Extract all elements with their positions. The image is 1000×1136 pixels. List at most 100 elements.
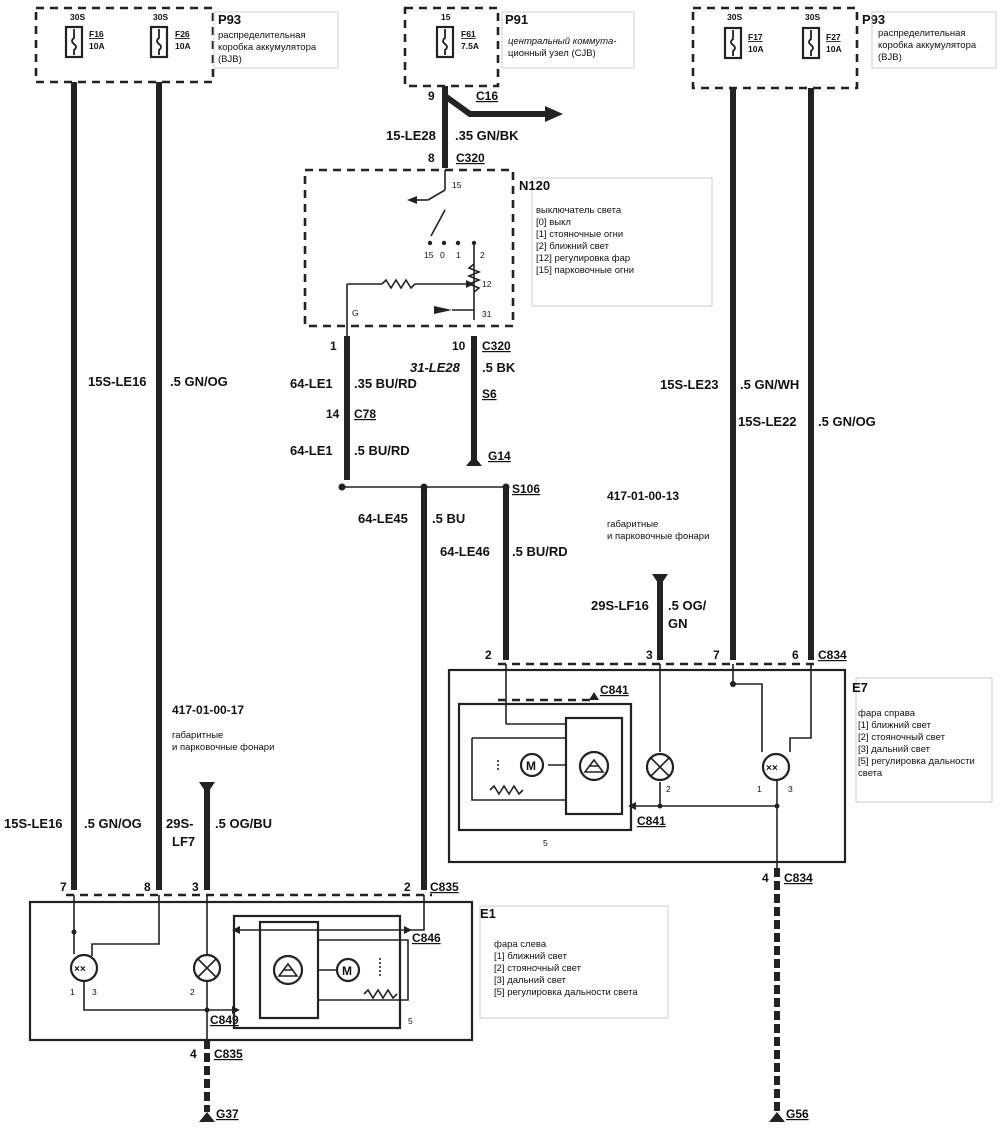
fuse-icon <box>149 25 169 59</box>
lamp-id: E7 <box>852 680 868 695</box>
fuse-box-desc: коробка аккумулятора <box>218 42 317 53</box>
wire-code: 31-LE28 <box>410 360 461 375</box>
svg-text:M: M <box>526 759 536 773</box>
legend-line: света <box>858 768 883 779</box>
legend-line: [5] регулировка дальности света <box>494 987 638 998</box>
pin-label: 10 <box>452 339 466 353</box>
legend-line: [12] регулировка фар <box>536 253 630 264</box>
wire-spec: .5 OG/BU <box>215 816 272 831</box>
fuse-id-f61: F61 <box>461 29 476 39</box>
lamp-icon <box>192 953 222 983</box>
reference-right: 417-01-00-13 габаритные и парковочные фо… <box>607 489 709 542</box>
fuse-rating-f61: 7.5A <box>461 41 479 51</box>
ground-symbol <box>769 1112 785 1122</box>
connector-g56: G56 <box>786 1107 809 1121</box>
reference-code: 417-01-00-17 <box>172 703 244 717</box>
ground-symbol <box>466 456 482 466</box>
pin-label: 4 <box>190 1047 197 1061</box>
svg-text:M: M <box>342 964 352 978</box>
fuse-term-f26: 30S <box>153 12 168 22</box>
pin-label: 14 <box>326 407 340 421</box>
wire-code: 15S-LE16 <box>4 816 63 831</box>
fuse-box-id: P93 <box>862 12 885 27</box>
reference-text: габаритные <box>607 519 658 530</box>
wire-spec: .5 BU/RD <box>354 443 410 458</box>
wire-code: 15-LE28 <box>386 128 436 143</box>
fuse-term-f61: 15 <box>441 12 451 22</box>
light-switch-n120: 15 15 0 1 2 12 G 31 <box>303 168 515 336</box>
svg-text:××: ×× <box>766 763 778 774</box>
wires <box>71 82 814 1112</box>
fuse-id-f16: F16 <box>89 29 104 39</box>
legend-line: [15] парковочные огни <box>536 265 634 276</box>
pin-label: 8 <box>428 151 435 165</box>
lamp-pin: 1 <box>70 987 75 997</box>
svg-text:××: ×× <box>74 964 86 975</box>
wire-code: 64-LE1 <box>290 443 333 458</box>
lamp-pin: 3 <box>92 987 97 997</box>
ground-symbol <box>199 1112 215 1122</box>
connector-c78: C78 <box>354 407 376 421</box>
legend-line: [3] дальний свет <box>858 744 931 755</box>
reference-text: и парковочные фонари <box>172 742 274 753</box>
wire-code: 15S-LE22 <box>738 414 797 429</box>
wire-spec: .5 BK <box>482 360 516 375</box>
switch-position: 1 <box>456 250 461 260</box>
legend-line: выключатель света <box>536 205 622 216</box>
wire-spec: .5 GN/OG <box>170 374 228 389</box>
fuse-id-f27: F27 <box>826 32 841 42</box>
pin-label: 6 <box>792 648 799 662</box>
wire-code: 15S-LE23 <box>660 377 719 392</box>
connector-c849: C849 <box>210 1013 239 1027</box>
wire-spec: .5 GN/OG <box>84 816 142 831</box>
connector-c841: C841 <box>600 683 629 697</box>
lamp-pin: 2 <box>666 784 671 794</box>
wire-code: 29S- <box>166 816 193 831</box>
pin-label: 1 <box>330 339 337 353</box>
pin-label: 8 <box>144 880 151 894</box>
wire-spec: .35 BU/RD <box>354 376 417 391</box>
wire-code: 29S-LF16 <box>591 598 649 613</box>
reference-text: габаритные <box>172 730 223 741</box>
connector-c834: C834 <box>784 871 813 885</box>
fuse-icon <box>801 26 821 60</box>
fuse-box-p93-right: 30S 30S F17 10A F27 10A P93 распределите… <box>691 6 997 90</box>
dual-lamp-icon: ×× <box>761 752 791 782</box>
fuse-box-desc: коробка аккумулятора <box>878 40 977 51</box>
legend-line: фара слева <box>494 939 547 950</box>
connector-c320: C320 <box>482 339 511 353</box>
lamp-pin: 3 <box>788 784 793 794</box>
legend-line: фара справа <box>858 708 916 719</box>
lamp-id: E1 <box>480 906 496 921</box>
connector-g37: G37 <box>216 1107 239 1121</box>
pin-label: 3 <box>646 648 653 662</box>
connector-c835: C835 <box>214 1047 243 1061</box>
reference-left: 417-01-00-17 габаритные и парковочные фо… <box>172 703 274 753</box>
wire-spec: .5 GN/OG <box>818 414 876 429</box>
wire-code: 64-LE45 <box>358 511 408 526</box>
switch-position: 0 <box>440 250 445 260</box>
source-arrow <box>652 574 668 586</box>
legend-line: [1] ближний свет <box>494 951 568 962</box>
switch-position: 2 <box>480 250 485 260</box>
pin-label: 3 <box>192 880 199 894</box>
fuse-box-p93-left: 30S 30S F16 10A F26 10A P93 распределите… <box>34 6 339 84</box>
reference-code: 417-01-00-13 <box>607 489 679 503</box>
headlamp-left-e1: 7 8 3 2 C835 C846 ×× 1 3 2 C849 <box>28 880 474 1042</box>
wire-code: 15S-LE16 <box>88 374 147 389</box>
lamp-pin: 1 <box>757 784 762 794</box>
fuse-id-f17: F17 <box>748 32 763 42</box>
fuse-id-f26: F26 <box>175 29 190 39</box>
wire-spec: GN <box>668 616 688 631</box>
lamp-pin: 2 <box>190 987 195 997</box>
connector-c835: C835 <box>430 880 459 894</box>
fuse-icon <box>64 25 84 59</box>
lamp-pin: 5 <box>408 1016 413 1026</box>
legend-line: [3] дальний свет <box>494 975 567 986</box>
fuse-box-id: P91 <box>505 12 528 27</box>
svg-text:5: 5 <box>543 838 548 848</box>
fuse-box-id: P93 <box>218 12 241 27</box>
fuse-rating-f27: 10A <box>826 44 842 54</box>
legend-line: [2] стояночный свет <box>494 963 582 974</box>
